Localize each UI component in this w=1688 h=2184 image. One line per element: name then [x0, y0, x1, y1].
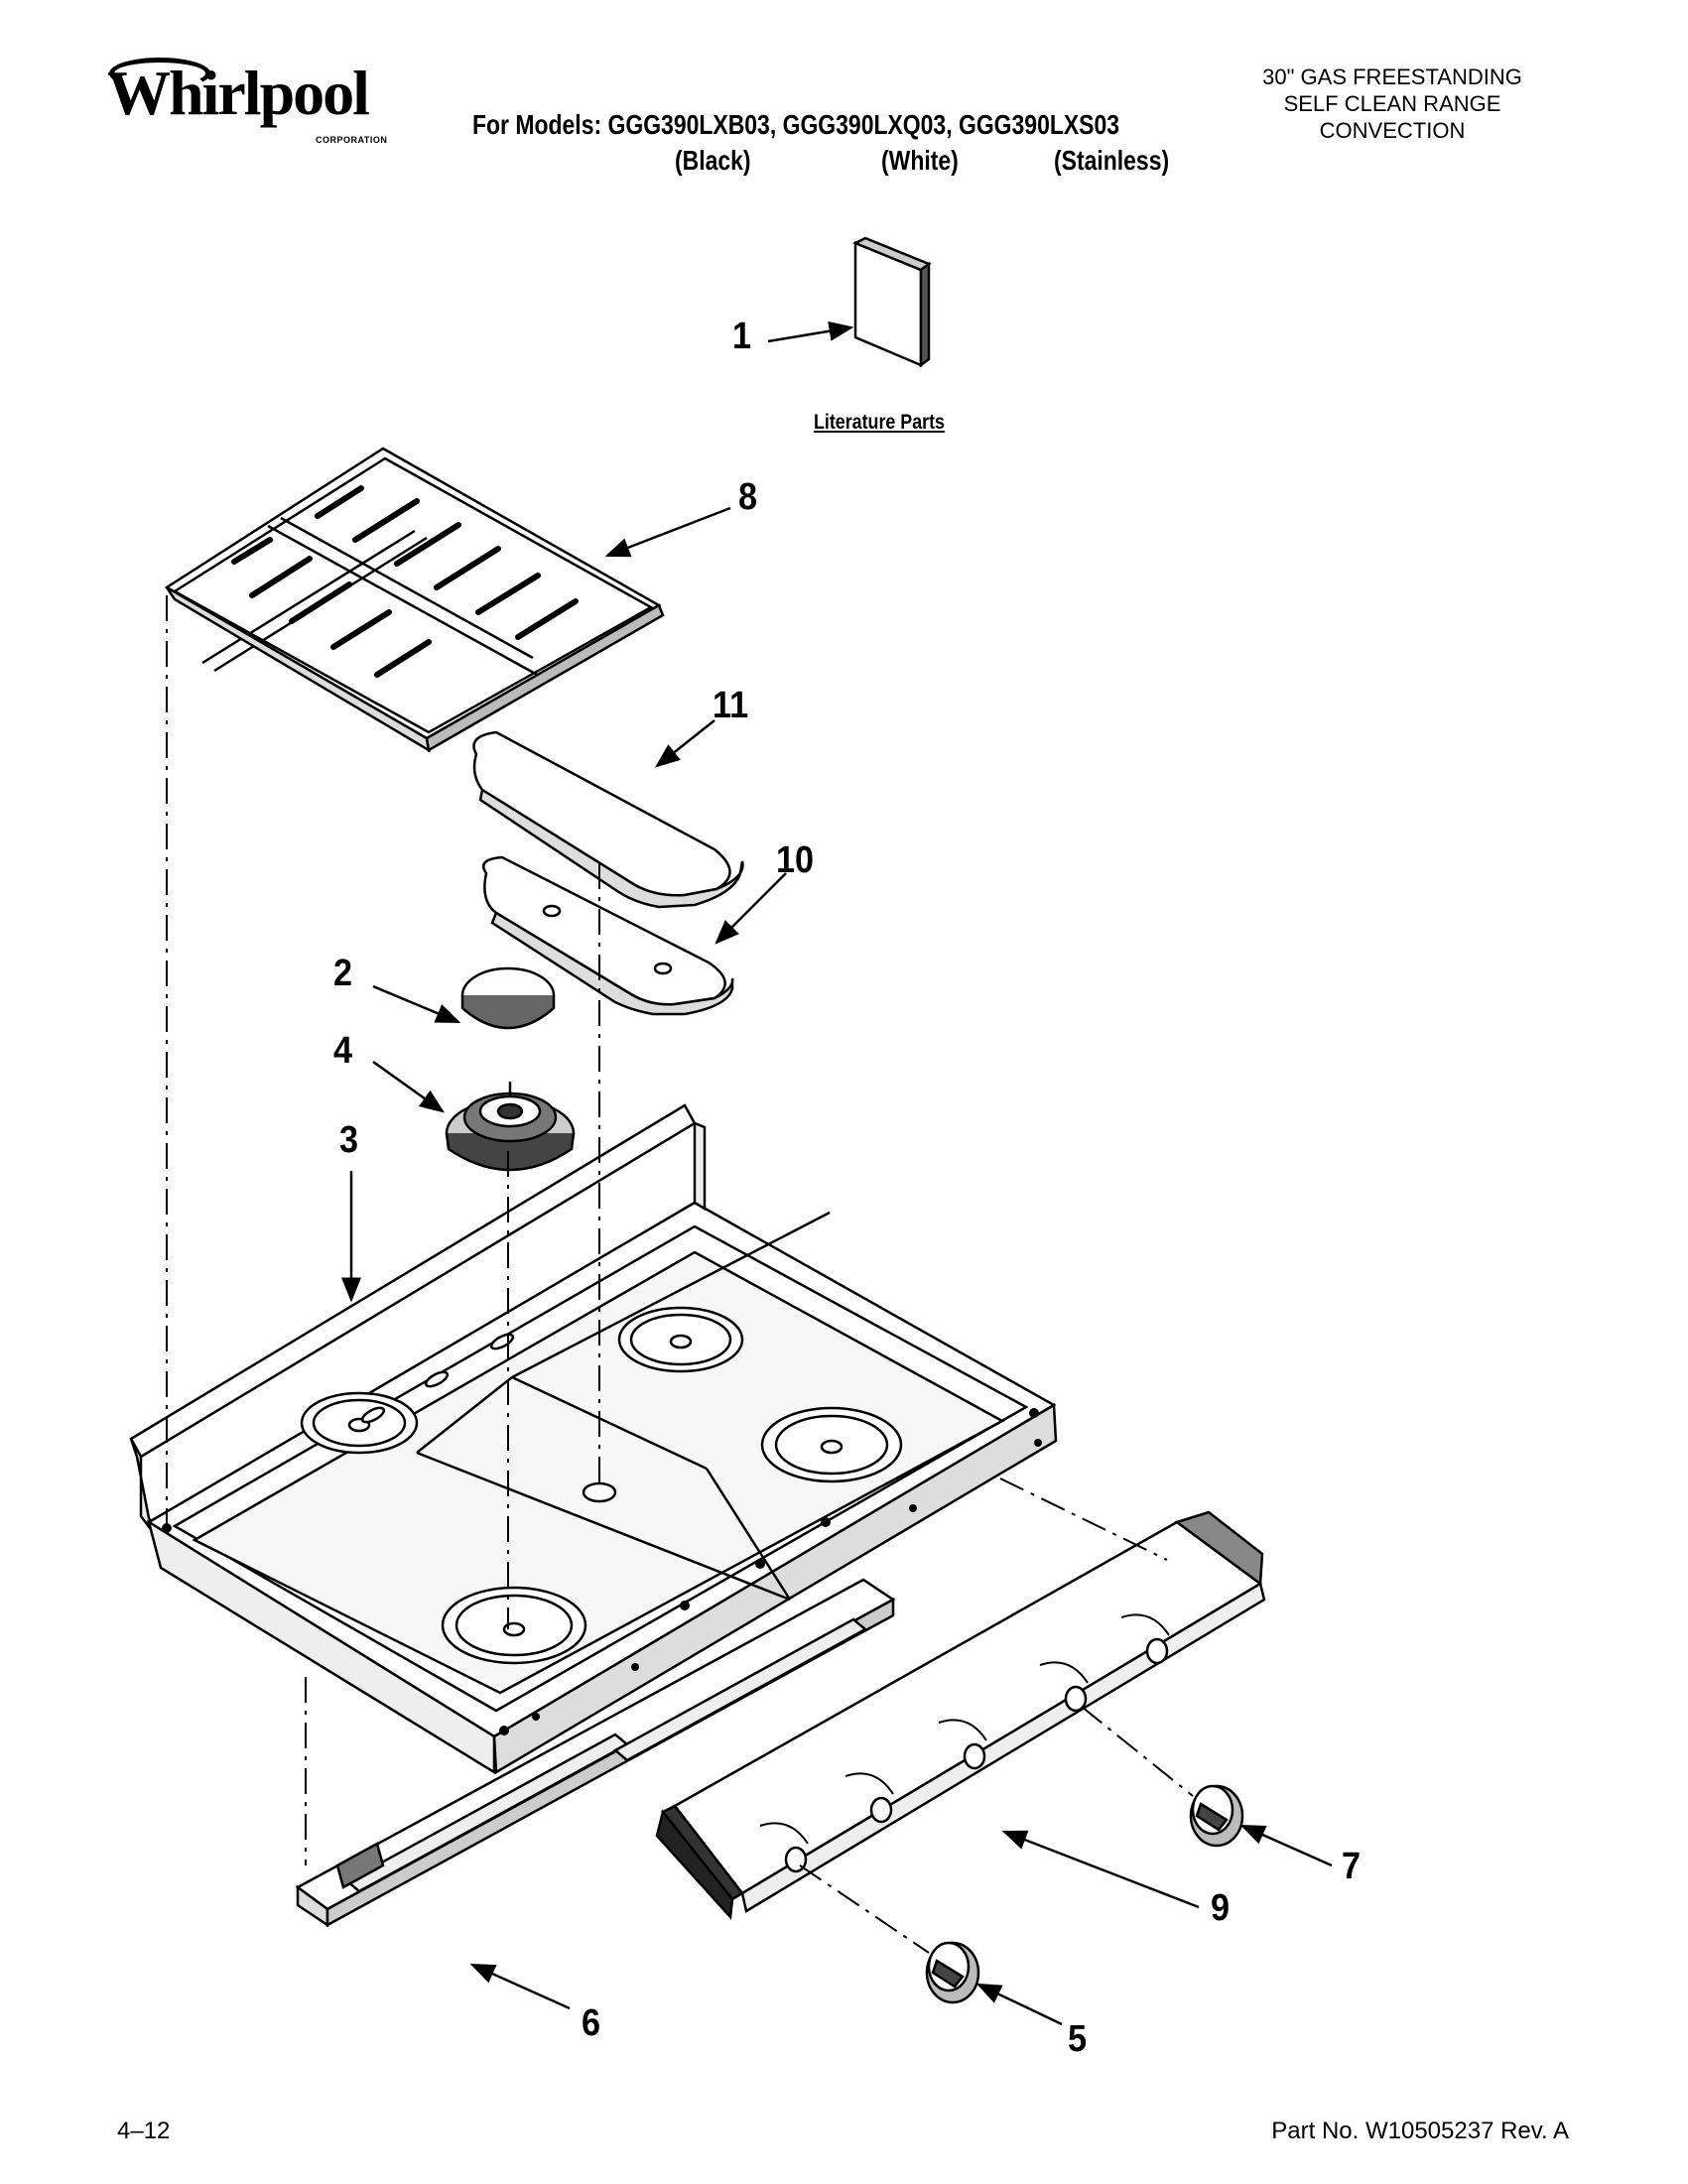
callout-2: 2: [333, 953, 353, 994]
callout-11: 11: [713, 685, 749, 726]
brand-subtitle: CORPORATION: [316, 135, 388, 145]
knob-part-7: [1189, 1784, 1244, 1848]
footer-part-number: Part No. W10505237 Rev. A: [1271, 2118, 1569, 2144]
control-panel-part: [655, 1510, 1266, 1920]
callout-9: 9: [1211, 1887, 1231, 1929]
title-line-1: 30" GAS FREESTANDING: [1262, 64, 1522, 89]
literature-parts-label: Literature Parts: [814, 411, 945, 434]
callout-10: 10: [776, 839, 815, 881]
variant-black: (Black): [675, 145, 751, 176]
literature-booklet-part: [851, 236, 932, 368]
callout-1: 1: [732, 316, 752, 357]
variant-stainless: (Stainless): [1054, 145, 1170, 176]
burner-cap-part: [460, 966, 556, 1030]
variant-white: (White): [881, 145, 959, 176]
front-trim-part: [295, 1578, 896, 1928]
models-line: For Models: GGG390LXB03, GGG390LXQ03, GG…: [472, 109, 1120, 140]
callout-6: 6: [582, 2002, 601, 2044]
leader-arrows: [341, 321, 1333, 2026]
center-plate-part: [482, 855, 734, 1016]
assembly-lines: [166, 595, 1194, 1954]
callout-4: 4: [333, 1030, 353, 1072]
callout-7: 7: [1342, 1846, 1362, 1887]
callout-5: 5: [1068, 2018, 1088, 2060]
center-grate-part: [472, 730, 744, 909]
burner-well-rear-right: [617, 1306, 744, 1373]
callout-8: 8: [738, 476, 758, 518]
brand-logo: Whirlpool: [107, 58, 370, 128]
knob-part-5: [925, 1941, 980, 2004]
title-line-3: CONVECTION: [1319, 118, 1466, 143]
callout-3: 3: [339, 1119, 359, 1161]
burner-well-rear-left: [300, 1391, 419, 1455]
footer-date: 4–12: [117, 2118, 171, 2144]
brand-swoosh-mark: [109, 58, 210, 89]
burner-well-front-left: [441, 1586, 587, 1665]
title-line-2: SELF CLEAN RANGE: [1283, 91, 1501, 116]
burner-base-part: [445, 1082, 576, 1172]
burner-well-front-right: [760, 1406, 903, 1483]
burner-grate-part: [164, 447, 665, 753]
